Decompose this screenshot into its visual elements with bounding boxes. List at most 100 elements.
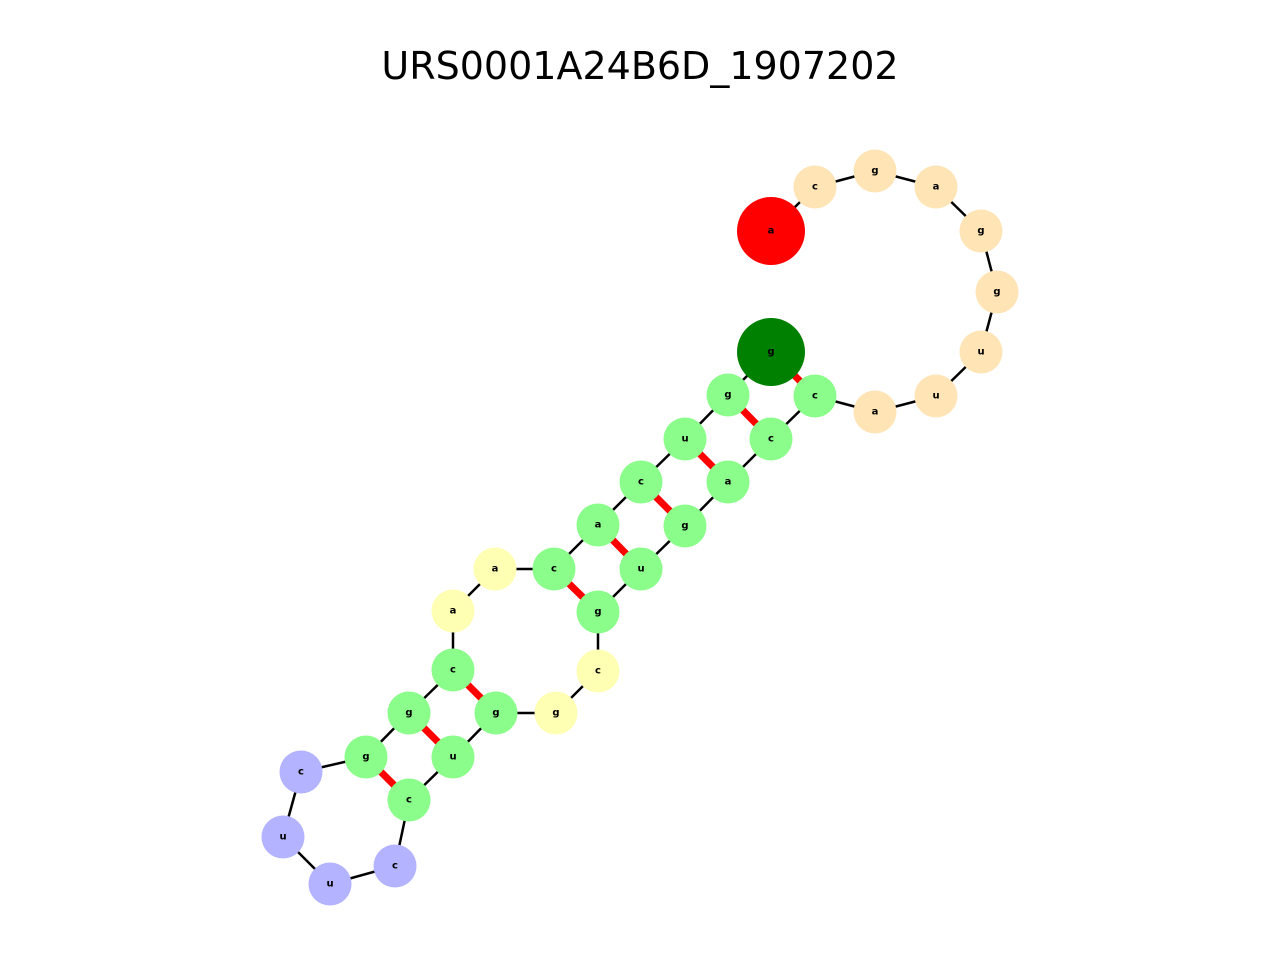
nucleotide-hairpin-loop: a xyxy=(914,165,958,209)
nucleotide-stem: u xyxy=(431,735,475,779)
nucleotide-stem: g xyxy=(387,691,431,735)
nucleotide-node xyxy=(474,691,518,735)
nucleotide-stem: a xyxy=(576,503,620,547)
nucleotide-label: g xyxy=(594,607,601,618)
nucleotide-stem: g xyxy=(706,373,750,417)
nucleotide-node xyxy=(344,735,388,779)
nucleotide-node xyxy=(261,815,305,859)
nucleotide-hairpin-loop: g xyxy=(975,270,1019,314)
nucleotide-stem: c xyxy=(793,374,837,418)
nucleotide-label: g xyxy=(681,521,688,532)
nucleotide-label: g xyxy=(552,708,559,719)
nucleotide-label: u xyxy=(326,879,333,890)
nucleotide-label: u xyxy=(637,564,644,575)
nucleotide-node xyxy=(975,270,1019,314)
nucleotide-node xyxy=(793,165,837,209)
nucleotide-stem: c xyxy=(619,460,663,504)
nucleotide-node xyxy=(853,149,897,193)
nucleotide-label: g xyxy=(977,226,984,237)
nucleotide-start: a xyxy=(737,197,805,265)
nucleotide-label: u xyxy=(681,434,688,445)
nucleotide-label: g xyxy=(724,390,731,401)
nucleotide-label: a xyxy=(872,407,879,418)
nucleotide-hairpin-loop: g xyxy=(853,149,897,193)
nucleotide-label: c xyxy=(450,665,456,676)
nucleotide-label: a xyxy=(725,477,732,488)
nucleotide-node xyxy=(431,589,475,633)
nucleotide-node xyxy=(663,417,707,461)
nucleotide-node xyxy=(431,648,475,692)
nucleotide-node xyxy=(534,691,578,735)
nucleotide-node xyxy=(373,844,417,888)
nucleotide-node xyxy=(431,735,475,779)
nucleotide-label: u xyxy=(977,347,984,358)
nucleotide-stem: g xyxy=(474,691,518,735)
nucleotide-interior-loop: g xyxy=(534,691,578,735)
nucleotide-node xyxy=(663,504,707,548)
nucleotide-stem: c xyxy=(431,648,475,692)
nucleotide-label: g xyxy=(492,708,499,719)
nucleotide-node xyxy=(914,165,958,209)
nucleotide-label: g xyxy=(871,166,878,177)
nucleotide-label: c xyxy=(298,767,304,778)
nucleotide-node xyxy=(576,503,620,547)
nucleotide-label: c xyxy=(406,795,412,806)
nucleotide-terminal-loop: u xyxy=(308,862,352,906)
nucleotide-label: c xyxy=(392,861,398,872)
nucleotide-node xyxy=(473,547,517,591)
nucleotide-terminal-loop: c xyxy=(373,844,417,888)
nucleotide-stem: g xyxy=(344,735,388,779)
nucleotide-hairpin-loop: a xyxy=(853,390,897,434)
nucleotide-stem: g xyxy=(663,504,707,548)
nucleotide-hairpin-loop: u xyxy=(959,330,1003,374)
nucleotide-label: c xyxy=(768,434,774,445)
nucleotide-interior-loop: a xyxy=(473,547,517,591)
nucleotide-node xyxy=(279,750,323,794)
nucleotide-node xyxy=(308,862,352,906)
nucleotide-label: c xyxy=(812,391,818,402)
nucleotide-label: u xyxy=(449,752,456,763)
nucleotide-node xyxy=(706,373,750,417)
nucleotide-interior-loop: a xyxy=(431,589,475,633)
nucleotide-stem: u xyxy=(619,547,663,591)
nucleotide-label: c xyxy=(638,477,644,488)
nucleotide-node xyxy=(749,417,793,461)
nucleotide-label: c xyxy=(551,564,557,575)
nucleotide-node xyxy=(959,330,1003,374)
nucleotide-label: a xyxy=(933,182,940,193)
nucleotide-stem: a xyxy=(706,460,750,504)
nucleotide-stem: u xyxy=(663,417,707,461)
nucleotide-hairpin-loop: c xyxy=(793,165,837,209)
nucleotide-label: a xyxy=(768,226,775,237)
nucleotide-node xyxy=(853,390,897,434)
nucleotide-label: u xyxy=(279,832,286,843)
nucleotide-node xyxy=(619,460,663,504)
nucleotide-hairpin-loop: g xyxy=(959,209,1003,253)
nucleotide-node xyxy=(706,460,750,504)
nucleotide-label: g xyxy=(362,752,369,763)
nucleotide-label: c xyxy=(812,182,818,193)
nucleotide-node xyxy=(576,649,620,693)
nucleotide-stem: c xyxy=(387,778,431,822)
nucleotide-label: g xyxy=(993,287,1000,298)
nucleotide-node xyxy=(387,778,431,822)
nucleotide-terminal-loop: u xyxy=(261,815,305,859)
nucleotide-terminal-loop: c xyxy=(279,750,323,794)
nucleotide-node xyxy=(387,691,431,735)
nucleotide-node xyxy=(737,318,805,386)
nucleotide-label: a xyxy=(450,606,457,617)
nucleotide-label: a xyxy=(492,564,499,575)
nucleotide-stem: c xyxy=(532,547,576,591)
nucleotide-node xyxy=(914,374,958,418)
nucleotide-hairpin-loop: u xyxy=(914,374,958,418)
nucleotide-node xyxy=(737,197,805,265)
nucleotide-node xyxy=(576,590,620,634)
nucleotide-label: a xyxy=(595,520,602,531)
nucleotide-stem: c xyxy=(749,417,793,461)
nucleotide-label: c xyxy=(595,666,601,677)
nucleotide-node xyxy=(793,374,837,418)
nucleotide-end: g xyxy=(737,318,805,386)
diagram-title: URS0001A24B6D_1907202 xyxy=(381,44,899,88)
nucleotide-label: g xyxy=(767,347,774,358)
